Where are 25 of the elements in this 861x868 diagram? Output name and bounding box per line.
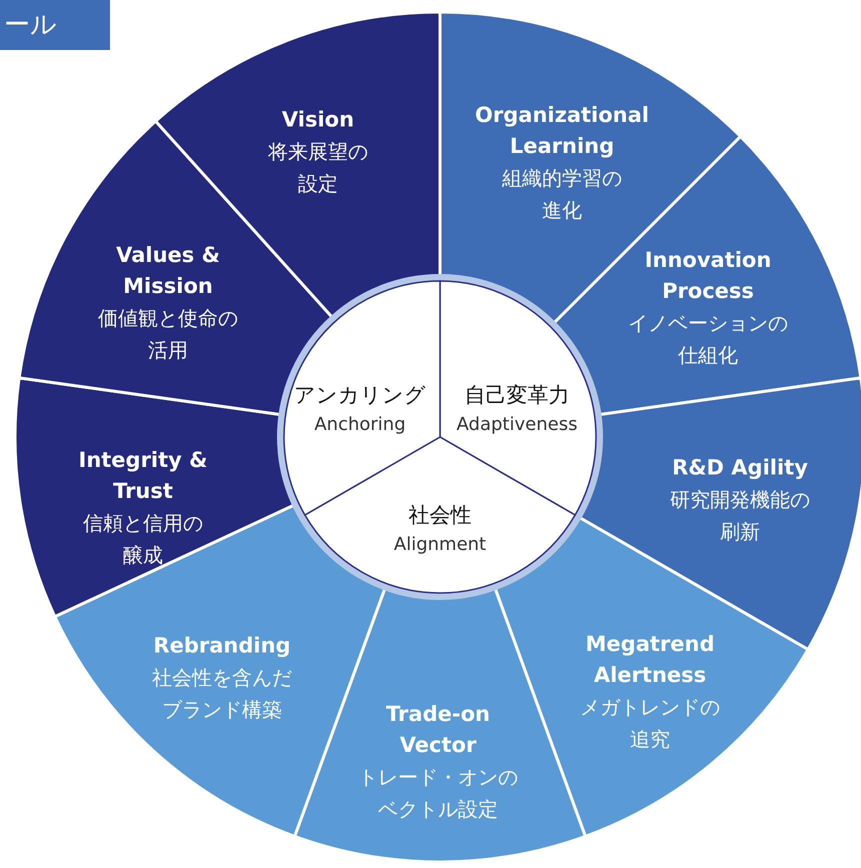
segment-title: 社会性 <box>408 502 472 529</box>
segment-description: メガトレンドの追究 <box>579 694 721 753</box>
segment-description: 価値観と使命の活用 <box>97 305 239 364</box>
segment-title: Organizational Learning <box>474 102 650 160</box>
segment-description: 社会性を含んだブランド構築 <box>151 664 293 724</box>
segment-title: R&D Agility <box>671 454 809 482</box>
segment-title: Megatrend Alertness <box>584 631 716 689</box>
segment-title: Vision <box>280 106 356 134</box>
segment-description: 信頼と信用の醸成 <box>82 510 204 569</box>
segment-title: Values & Mission <box>115 242 221 300</box>
segment-subtitle: Anchoring <box>313 413 407 437</box>
segment-title: Trade-on Vector <box>385 701 491 759</box>
title-banner: ール <box>0 0 110 50</box>
segment-subtitle: Adaptiveness <box>456 413 578 437</box>
segment-subtitle: Alignment <box>394 533 486 557</box>
segment-description: イノベーションの仕組化 <box>627 310 789 369</box>
segment-title: アンカリング <box>294 382 426 409</box>
segment-description: トレード・オンのベクトル設定 <box>357 764 519 823</box>
segment-title: 自己変革力 <box>464 382 570 409</box>
segment-description: 将来展望の設定 <box>267 138 369 198</box>
segment-title: Innovation Process <box>644 247 772 305</box>
segment-title: Rebranding <box>152 632 292 660</box>
segment-title: Integrity & Trust <box>78 447 208 505</box>
segment-description: 組織的学習の進化 <box>501 165 623 224</box>
segment-description: 研究開発機能の刷新 <box>669 486 811 546</box>
